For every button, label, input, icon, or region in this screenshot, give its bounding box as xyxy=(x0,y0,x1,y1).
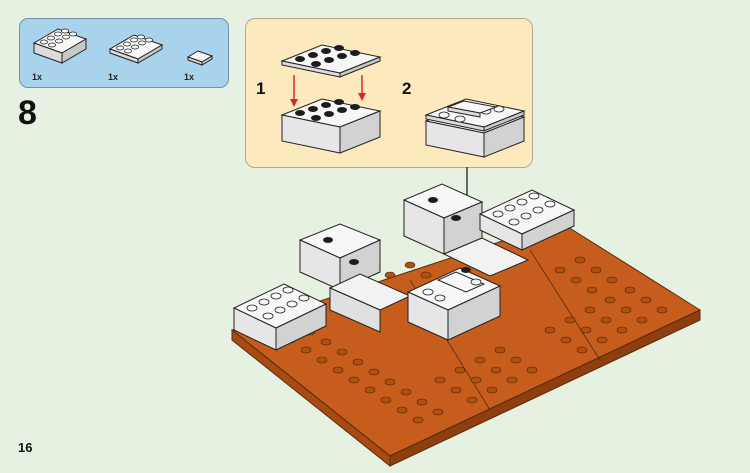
part-2x4-plate-icon xyxy=(108,34,164,64)
main-model-illustration xyxy=(230,183,702,468)
part-1x2-tile-icon xyxy=(186,50,214,66)
sub-step-1-brick-icon xyxy=(280,98,382,154)
sub-step-number: 2 xyxy=(402,79,412,98)
page-number: 16 xyxy=(18,440,33,455)
sub-assembly-box: 1 2 xyxy=(245,18,533,168)
part-2x4-brick-icon xyxy=(32,28,88,64)
sub-step-2-assembly-icon xyxy=(424,98,526,158)
down-arrow-icon xyxy=(290,75,366,107)
part-quantity: 1x xyxy=(184,72,195,82)
part-quantity: 1x xyxy=(32,72,43,82)
sub-step-number: 1 xyxy=(256,79,266,98)
step-number: 8 xyxy=(18,94,37,132)
sub-step-1-plate-icon xyxy=(280,44,382,78)
part-quantity: 1x xyxy=(108,72,119,82)
parts-list-box: 1x 1x 1x xyxy=(19,18,229,88)
